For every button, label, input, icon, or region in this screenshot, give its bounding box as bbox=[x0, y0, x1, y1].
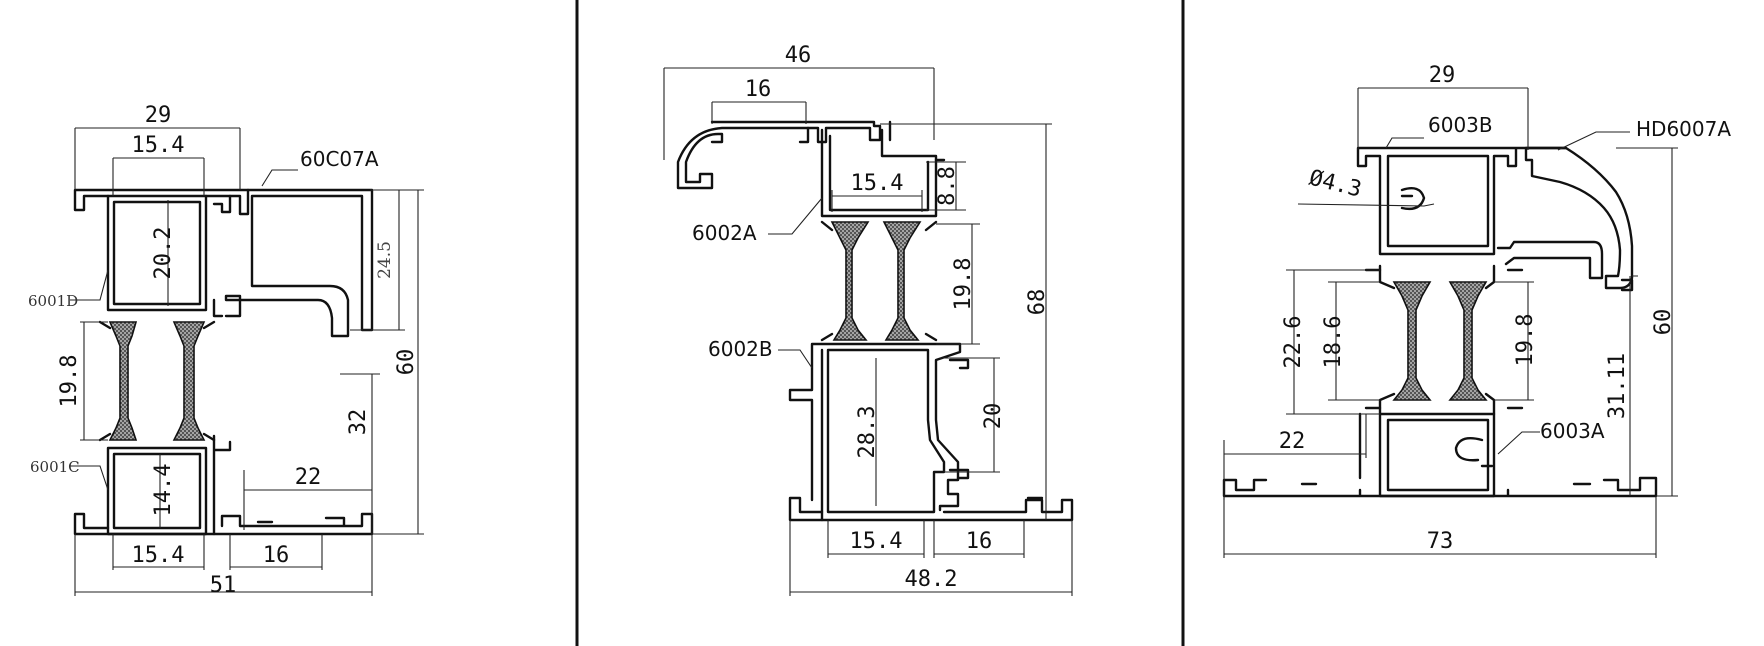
dim-29: 29 bbox=[145, 103, 172, 128]
label-6001d: 6001D bbox=[28, 292, 78, 310]
panel-3-profile: 29 Ø4.3 22.6 18.6 19.8 31.11 60 22 73 60… bbox=[1222, 63, 1731, 558]
dim-diameter-4-3: Ø4.3 bbox=[1307, 166, 1364, 203]
dim-68: 68 bbox=[1025, 289, 1050, 316]
dim-19-8: 19.8 bbox=[1513, 314, 1538, 367]
dim-32: 32 bbox=[346, 409, 371, 436]
label-6001c: 6001C bbox=[30, 458, 80, 476]
label-6003a: 6003A bbox=[1540, 419, 1605, 443]
dim-31-11: 31.11 bbox=[1605, 353, 1630, 419]
dim-16-top: 16 bbox=[745, 77, 772, 102]
dim-16-bottom: 16 bbox=[966, 529, 993, 554]
dim-15-4-top: 15.4 bbox=[851, 171, 904, 196]
dim-15-4-top: 15.4 bbox=[132, 133, 185, 158]
dim-15-4-bottom: 15.4 bbox=[850, 529, 903, 554]
dim-51: 51 bbox=[210, 573, 237, 598]
dim-14-4: 14.4 bbox=[151, 464, 176, 517]
label-hd6007a: HD6007A bbox=[1636, 117, 1731, 141]
dim-20: 20 bbox=[981, 403, 1006, 430]
dim-60: 60 bbox=[394, 349, 419, 376]
dim-48-2: 48.2 bbox=[905, 567, 958, 592]
thermal-strip-left bbox=[108, 321, 138, 441]
label-6002a: 6002A bbox=[692, 221, 757, 245]
dim-22: 22 bbox=[1279, 429, 1306, 454]
dim-24-5: 24.5 bbox=[375, 241, 395, 279]
dim-60: 60 bbox=[1651, 309, 1676, 336]
panel-1-profile: 29 15.4 20.2 24.5 19.8 60 32 14.4 22 15.… bbox=[28, 103, 424, 598]
dim-20-2: 20.2 bbox=[151, 227, 176, 280]
dim-19-8: 19.8 bbox=[951, 258, 976, 311]
thermal-strip-right bbox=[882, 221, 922, 341]
dim-29: 29 bbox=[1429, 63, 1456, 88]
label-6002b: 6002B bbox=[708, 337, 773, 361]
thermal-strip-right bbox=[1448, 281, 1488, 401]
thermal-strip-right bbox=[172, 321, 206, 441]
panel-2-profile: 46 16 15.4 8.8 19.8 68 28.3 20 15.4 16 4… bbox=[663, 43, 1074, 596]
dim-19-8: 19.8 bbox=[57, 355, 82, 408]
thermal-strip-left bbox=[1392, 281, 1432, 401]
dim-73: 73 bbox=[1427, 529, 1454, 554]
label-60c07a: 60C07A bbox=[300, 147, 379, 171]
dim-22-6: 22.6 bbox=[1281, 316, 1306, 369]
label-6003b: 6003B bbox=[1428, 113, 1493, 137]
dim-8-8: 8.8 bbox=[935, 166, 960, 206]
thermal-strip-left bbox=[830, 221, 870, 341]
dim-15-4-bottom: 15.4 bbox=[132, 543, 185, 568]
dim-16: 16 bbox=[263, 543, 290, 568]
dim-18-6: 18.6 bbox=[1321, 316, 1346, 369]
dim-28-3: 28.3 bbox=[855, 406, 880, 459]
dim-46: 46 bbox=[785, 43, 812, 68]
dim-22: 22 bbox=[295, 465, 322, 490]
